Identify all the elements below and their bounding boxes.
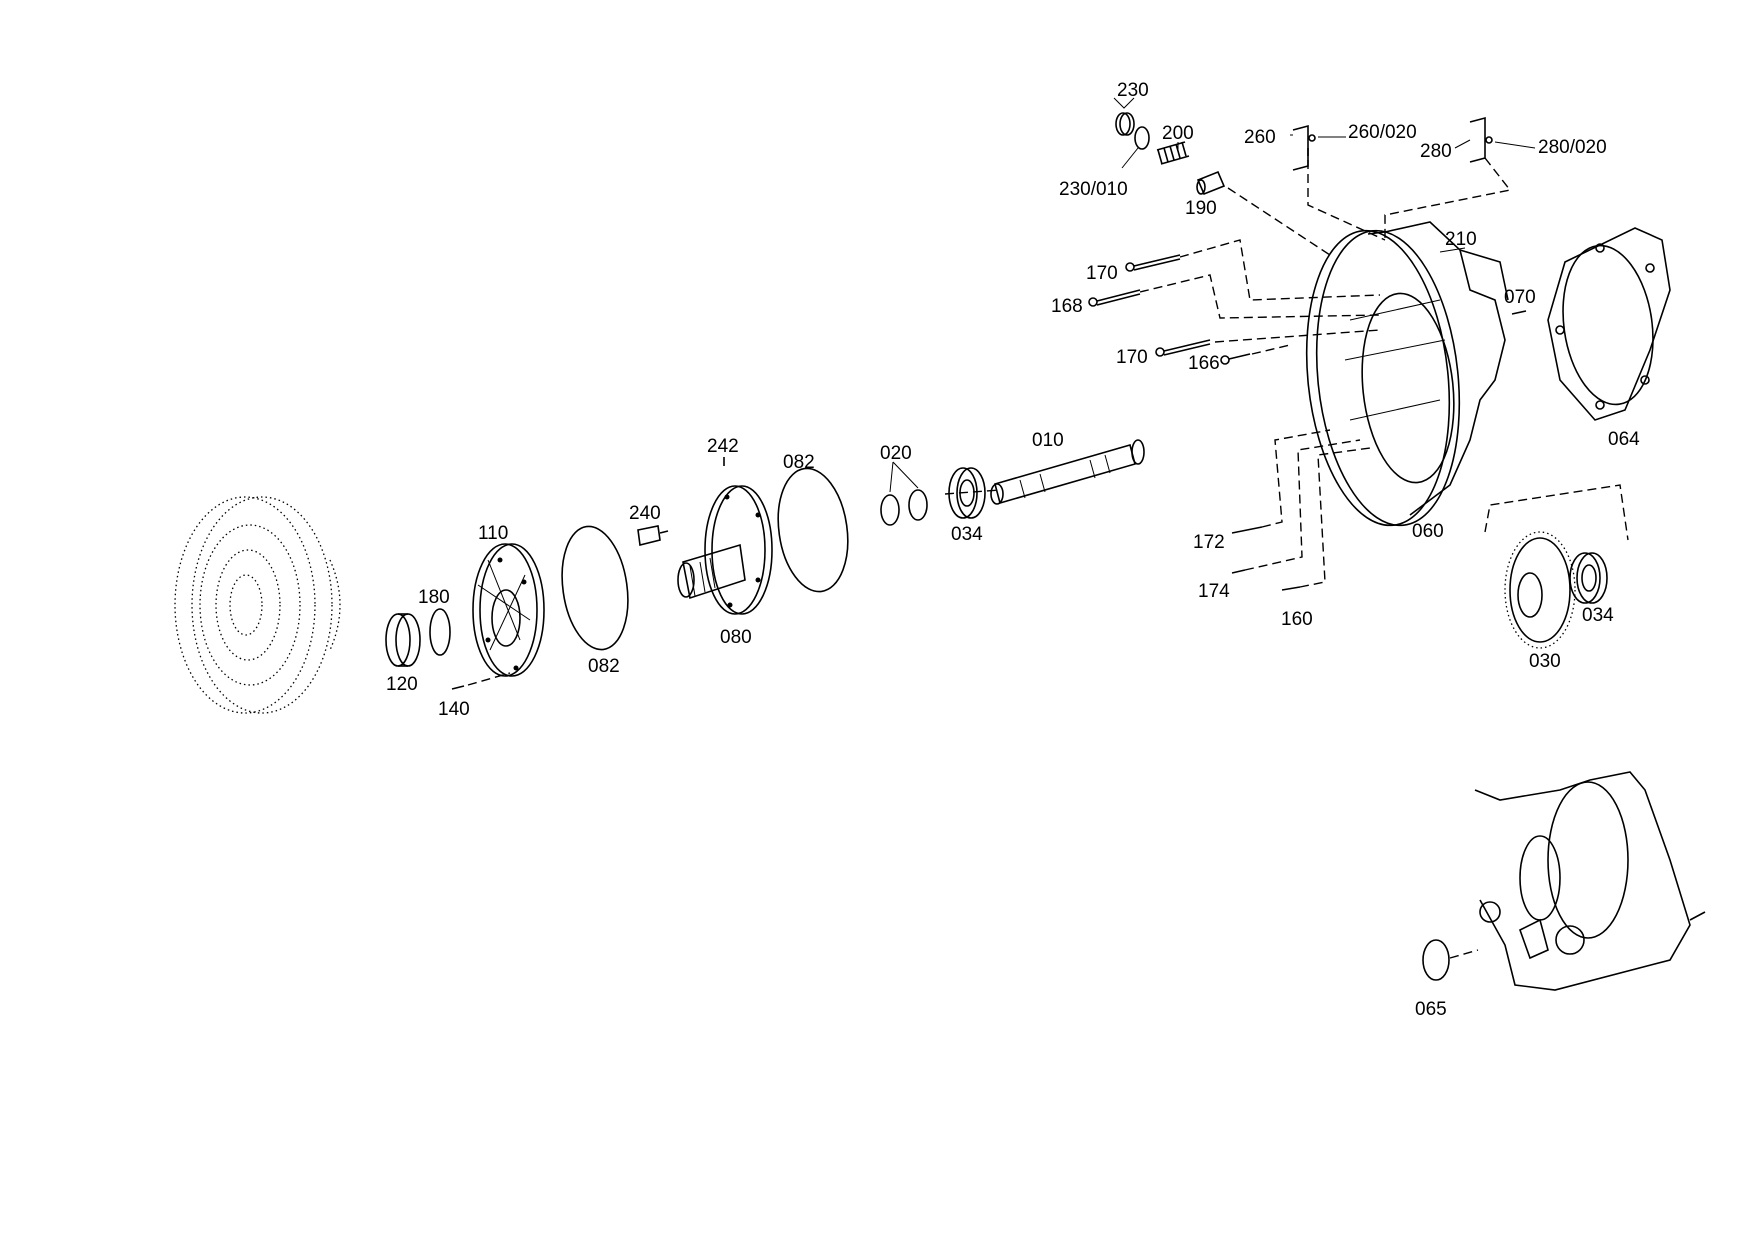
label-082-lower: 082 bbox=[588, 656, 620, 677]
callout-labels: 230 200 230/010 190 260 260/020 280 280/… bbox=[386, 80, 1640, 1020]
label-280-020: 280/020 bbox=[1538, 137, 1607, 158]
part-082-seal-ring-lower bbox=[561, 525, 629, 651]
part-174-bolt bbox=[1231, 439, 1361, 574]
label-034-left: 034 bbox=[951, 524, 983, 545]
part-060-converter-housing bbox=[1305, 221, 1509, 527]
label-110: 110 bbox=[478, 523, 508, 544]
label-190: 190 bbox=[1185, 198, 1217, 219]
part-170-bolt-upper bbox=[1125, 239, 1381, 301]
label-010: 010 bbox=[1032, 430, 1064, 451]
label-174: 174 bbox=[1198, 581, 1230, 602]
part-120-sleeve bbox=[385, 613, 421, 667]
label-260-020: 260/020 bbox=[1348, 122, 1417, 143]
part-280-bracket bbox=[1384, 116, 1512, 238]
label-120: 120 bbox=[386, 674, 418, 695]
part-190-piston bbox=[1196, 170, 1331, 256]
label-280: 280 bbox=[1420, 141, 1452, 162]
label-080: 080 bbox=[720, 627, 752, 648]
part-168-bolt bbox=[1088, 274, 1381, 319]
label-172: 172 bbox=[1193, 532, 1225, 553]
label-210: 210 bbox=[1445, 229, 1477, 250]
part-172-bolt bbox=[1231, 429, 1331, 534]
label-260: 260 bbox=[1244, 127, 1276, 148]
housing-detail-view bbox=[1474, 771, 1706, 991]
part-070-pin bbox=[1511, 310, 1527, 315]
label-170-lower: 170 bbox=[1116, 347, 1148, 368]
part-180-ring bbox=[429, 608, 451, 656]
part-082-seal-ring-upper bbox=[777, 467, 849, 593]
part-140-screw bbox=[451, 672, 511, 690]
part-064-adapter-plate bbox=[1547, 227, 1671, 421]
label-160: 160 bbox=[1281, 609, 1313, 630]
part-030-gear bbox=[1484, 484, 1629, 649]
label-065: 065 bbox=[1415, 999, 1447, 1020]
label-140: 140 bbox=[438, 699, 470, 720]
label-070: 070 bbox=[1504, 287, 1536, 308]
part-160-dowel bbox=[1281, 447, 1371, 591]
label-034-right: 034 bbox=[1582, 605, 1614, 626]
label-240: 240 bbox=[629, 503, 661, 524]
label-168: 168 bbox=[1051, 296, 1083, 317]
part-170-bolt-lower bbox=[1155, 329, 1381, 357]
label-230-010: 230/010 bbox=[1059, 179, 1128, 200]
part-240-valve bbox=[637, 525, 669, 546]
label-020: 020 bbox=[880, 443, 912, 464]
part-230-plug bbox=[1115, 112, 1135, 136]
part-230-010-oring bbox=[1134, 126, 1150, 150]
part-020-rings bbox=[880, 489, 928, 526]
label-242: 242 bbox=[707, 436, 739, 457]
part-260-bracket bbox=[1292, 124, 1386, 241]
label-082-upper: 082 bbox=[783, 452, 815, 473]
label-180: 180 bbox=[418, 587, 450, 608]
leader-lines bbox=[889, 97, 1536, 493]
label-200: 200 bbox=[1162, 123, 1194, 144]
part-110-pump-housing bbox=[472, 543, 545, 677]
part-080-stator-shaft bbox=[677, 485, 773, 615]
label-230: 230 bbox=[1117, 80, 1149, 101]
torque-converter bbox=[174, 496, 341, 714]
part-034-bearing-right bbox=[1569, 552, 1608, 604]
part-166-bolt bbox=[1220, 344, 1291, 365]
part-010-input-shaft bbox=[944, 439, 1145, 505]
part-200-spring bbox=[1156, 141, 1190, 165]
label-166: 166 bbox=[1188, 353, 1220, 374]
part-065-oring bbox=[1422, 939, 1479, 981]
label-060: 060 bbox=[1412, 521, 1444, 542]
label-064: 064 bbox=[1608, 429, 1640, 450]
label-030: 030 bbox=[1529, 651, 1561, 672]
label-170-upper: 170 bbox=[1086, 263, 1118, 284]
